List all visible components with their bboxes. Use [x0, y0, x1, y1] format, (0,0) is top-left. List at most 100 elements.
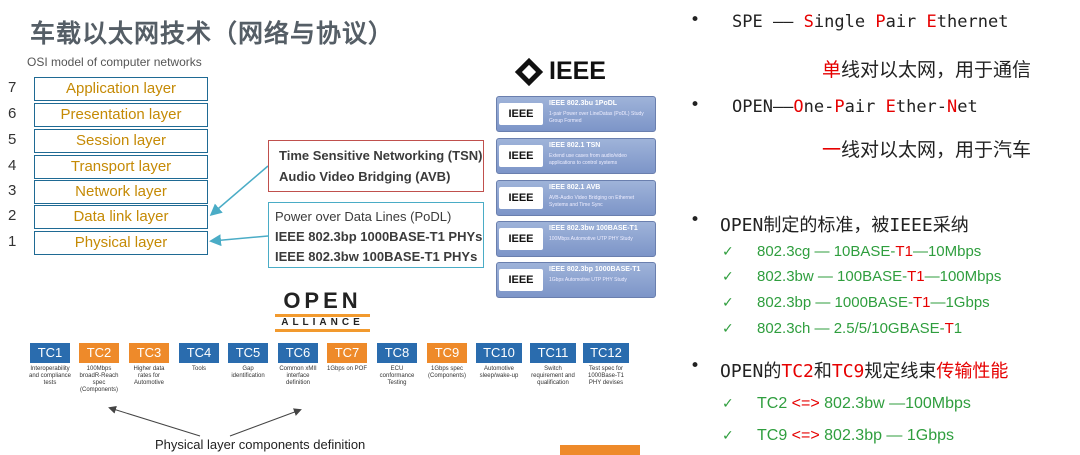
standards-heading: OPEN制定的标准，被IEEE采纳: [720, 215, 969, 236]
ieee-mini-logo: IEEE: [499, 145, 543, 167]
open-prefix: OPEN——: [732, 97, 794, 117]
bullet-dot: •: [690, 210, 701, 230]
tc-heading-tc2: TC2: [781, 361, 814, 382]
tc-heading-hl: 传输性能: [936, 361, 1009, 382]
osi-title: OSI model of computer networks: [27, 55, 202, 69]
osi-layer-3: 3 Network layer: [8, 180, 208, 204]
tc-box: TC1: [30, 343, 70, 363]
open-logo-bottom: ALLIANCE: [275, 314, 370, 332]
ieee-card-desc: 1-pair Power over LineDatas (PoDL) Study…: [549, 111, 644, 124]
ieee-mini-logo: IEEE: [499, 103, 543, 125]
avb-line: Audio Video Bridging (AVB): [279, 169, 451, 184]
osi-layer-7: 7 Application layer: [8, 77, 208, 101]
spe-letter: E: [926, 12, 937, 32]
ieee-mini-logo: IEEE: [499, 228, 543, 250]
tc-box: TC11: [530, 343, 576, 363]
osi-number: 2: [8, 207, 17, 224]
tc-desc: Test spec for 1000Base-T1 PHY devises: [587, 366, 625, 386]
spe-cn-first: 单: [822, 59, 842, 81]
standard-post: —1Gbps: [930, 294, 990, 311]
ieee-card: IEEE IEEE 802.3bw 100BASE-T1 100Mbps Aut…: [496, 221, 656, 257]
ieee-diamond-icon: [514, 57, 544, 86]
ieee-logo: IEEE: [514, 57, 606, 86]
standard-post: —100Mbps: [924, 268, 1002, 285]
tc-box: TC10: [476, 343, 522, 363]
tc-box: TC8: [377, 343, 417, 363]
standard-hl: T1: [895, 243, 913, 260]
osi-label: Physical layer: [34, 231, 208, 255]
arrow-phys-tc6: [229, 408, 302, 437]
tc-desc: Interoperability and compliance tests: [28, 366, 72, 386]
spe-word: ingle: [813, 12, 876, 32]
check-icon: ✓: [722, 396, 734, 412]
osi-number: 4: [8, 157, 17, 174]
osi-label: Application layer: [34, 77, 208, 101]
check-icon: ✓: [722, 428, 734, 444]
open-logo-top: OPEN: [283, 288, 362, 313]
tc-desc: 100Mbps broadR-Reach spec (Components): [79, 366, 119, 393]
tc-box: TC12: [583, 343, 629, 363]
open-alliance-logo: OPEN ALLIANCE: [275, 290, 370, 332]
osi-number: 1: [8, 233, 17, 250]
ieee-card-desc: AVB-Audio Video Bridging on Ethernet Sys…: [549, 195, 635, 208]
tc-item-arrow: <=>: [791, 427, 820, 444]
open-line: OPEN——One-Pair Ether-Net: [732, 97, 978, 117]
tc-heading-part: OPEN的: [720, 361, 782, 382]
tc-box: TC2: [79, 343, 119, 363]
open-letter: P: [834, 97, 845, 117]
osi-label: Presentation layer: [34, 103, 208, 127]
open-word: ther-: [895, 97, 948, 117]
osi-layer-6: 6 Presentation layer: [8, 103, 208, 127]
arrow-phys-tc2: [108, 405, 201, 437]
tc-heading: OPEN的TC2和TC9规定线束传输性能: [720, 357, 1008, 383]
slide-image: 车载以太网技术（网络与协议） OSI model of computer net…: [0, 0, 665, 455]
bullet-dot: •: [690, 95, 701, 115]
ieee-mini-logo: IEEE: [499, 269, 543, 291]
osi-label: Session layer: [34, 129, 208, 153]
osi-number: 5: [8, 131, 17, 148]
spe-word: air: [885, 12, 927, 32]
tc-desc: Higher data rates for Automotive: [133, 366, 165, 386]
tc-box: TC4: [179, 343, 219, 363]
standard-pre: 802.3bp — 1000BASE-: [757, 294, 913, 311]
open-word: et: [957, 97, 978, 117]
osi-layer-4: 4 Transport layer: [8, 155, 208, 179]
arrow-podl-to-physical: [209, 234, 269, 247]
spe-cn-rest: 线对以太网，用于通信: [841, 59, 1032, 81]
spe-word: thernet: [936, 12, 1009, 32]
spe-cn-line: 单线对以太网，用于通信: [822, 55, 1031, 82]
standard-pre: 802.3bw — 100BASE-: [757, 268, 908, 285]
osi-layer-2: 2 Data link layer: [8, 205, 208, 229]
ieee-card-desc: 1Gbps Automotive UTP PHY Study: [549, 277, 627, 283]
tc-box: TC3: [129, 343, 169, 363]
ieee-card: IEEE IEEE 802.1 TSN Extend use cases fro…: [496, 138, 656, 174]
orange-bar: [560, 445, 640, 455]
arrow-tsn-to-datalink: [209, 165, 269, 216]
osi-number: 7: [8, 79, 17, 96]
physical-components-label: Physical layer components definition: [155, 437, 366, 452]
open-letter: E: [885, 97, 896, 117]
tc-heading-part: 规定线束: [864, 361, 937, 382]
ieee-card: IEEE IEEE 802.3bu 1PoDL 1-pair Power ove…: [496, 96, 656, 132]
bullet-dot: •: [690, 356, 701, 376]
tsn-avb-box: Time Sensitive Networking (TSN) Audio Vi…: [268, 140, 484, 192]
ieee-card-title: IEEE 802.1 TSN: [549, 142, 601, 149]
tc-desc: 1Gbps spec (Components): [427, 366, 466, 379]
standard-post: 1: [953, 320, 963, 337]
ieee-card: IEEE IEEE 802.1 AVB AVB-Audio Video Brid…: [496, 180, 656, 216]
bullet-dot: •: [690, 10, 701, 30]
check-icon: ✓: [722, 295, 734, 311]
podl-box: Power over Data Lines (PoDL) IEEE 802.3b…: [268, 202, 484, 268]
spe-letter: S: [803, 12, 814, 32]
phy-1000-line: IEEE 802.3bp 1000BASE-T1 PHYs: [275, 229, 483, 244]
ieee-card-title: IEEE 802.3bu 1PoDL: [549, 100, 618, 107]
ieee-card: IEEE IEEE 802.3bp 1000BASE-T1 1Gbps Auto…: [496, 262, 656, 298]
tc-item-post: 802.3bw —100Mbps: [819, 395, 971, 412]
open-word: air: [844, 97, 886, 117]
ieee-card-desc: 100Mbps Automotive UTP PHY Study: [549, 236, 633, 242]
phy-100-line: IEEE 802.3bw 100BASE-T1 PHYs: [275, 249, 478, 264]
tc-item: TC9 <=> 802.3bp — 1Gbps: [757, 427, 954, 445]
tc-desc: Automotive sleep/wake-up: [479, 366, 519, 379]
osi-number: 6: [8, 105, 17, 122]
tc-desc: 1Gbps on POF: [326, 366, 368, 372]
